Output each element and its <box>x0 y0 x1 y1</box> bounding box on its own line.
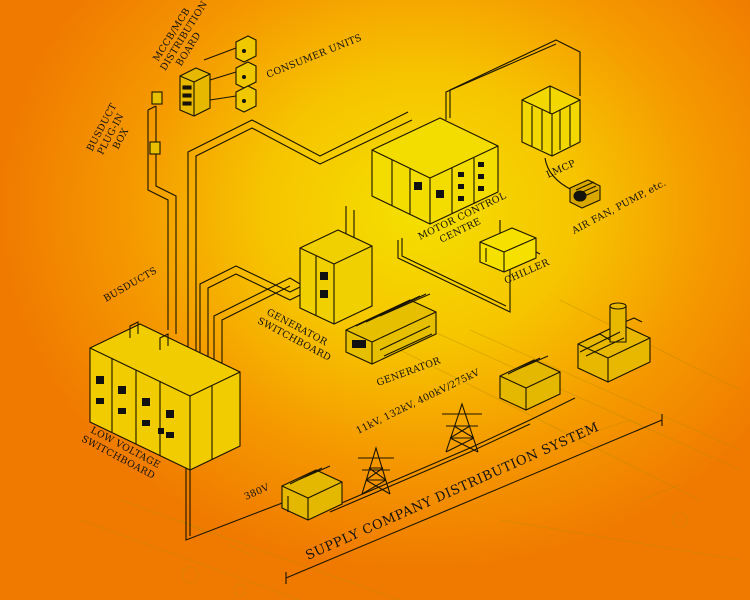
consumer-units <box>235 35 257 113</box>
label-mcb-board: MCCB/MCB DISTRIBUTION BOARD <box>151 0 210 73</box>
low-voltage-switchboard <box>89 321 241 471</box>
label-busducts: BUSDUCTS <box>102 265 159 304</box>
transmission-tower-2 <box>442 402 482 453</box>
transformer-380v <box>281 465 343 521</box>
generator <box>345 293 437 365</box>
label-generator: GENERATOR <box>375 355 442 389</box>
background-schematic <box>79 299 741 600</box>
power-station <box>577 302 651 383</box>
label-consumer-units: CONSUMER UNITS <box>265 32 364 80</box>
label-busduct-box: BUSDUCT PLUG-IN BOX <box>85 101 131 157</box>
transmission-tower-1 <box>358 446 394 495</box>
label-supply-system: SUPPLY COMPANY DISTRIBUTION SYSTEM <box>304 420 602 564</box>
mccb-distribution-board <box>179 67 211 117</box>
motor-control-centre <box>371 117 499 225</box>
chiller <box>479 227 537 273</box>
lmcp-panel <box>521 85 581 157</box>
motor-pump <box>569 179 601 209</box>
transformer-hv <box>499 355 561 411</box>
label-lmcp: LMCP <box>545 158 578 181</box>
supply-bracket <box>285 414 663 584</box>
generator-switchboard <box>299 229 373 325</box>
label-380v: 380V <box>243 482 271 503</box>
